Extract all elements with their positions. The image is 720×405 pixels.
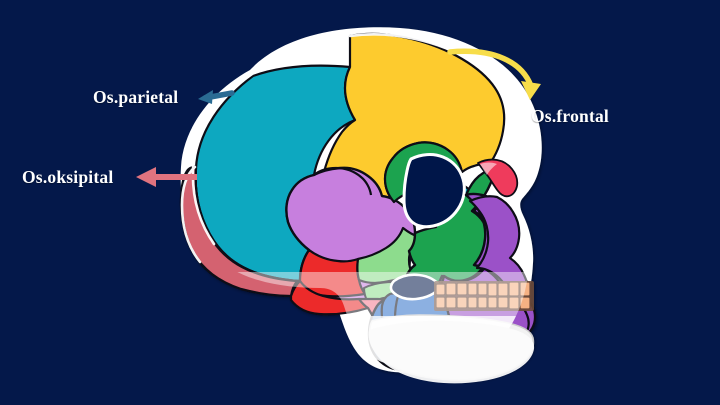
jaw-silhouette: [368, 320, 535, 384]
label-os-oksipital: Os.oksipital: [22, 167, 114, 187]
parietal-arrow: [198, 90, 235, 104]
frontal-arrow: [447, 48, 541, 100]
temporal-suture: [313, 166, 373, 196]
eye-socket: [402, 153, 466, 229]
teeth-row: [434, 281, 534, 311]
overlay-bands: [187, 272, 537, 367]
overlay-band-upper: [187, 272, 537, 316]
nasal-bone-highlight: [480, 162, 497, 175]
label-os-parietal: Os.parietal: [93, 87, 179, 107]
oksipital-arrow: [136, 167, 197, 187]
annotation-arrows: [136, 48, 541, 187]
tmj-socket: [389, 273, 443, 301]
label-os-frontal: Os.frontal: [531, 106, 609, 126]
